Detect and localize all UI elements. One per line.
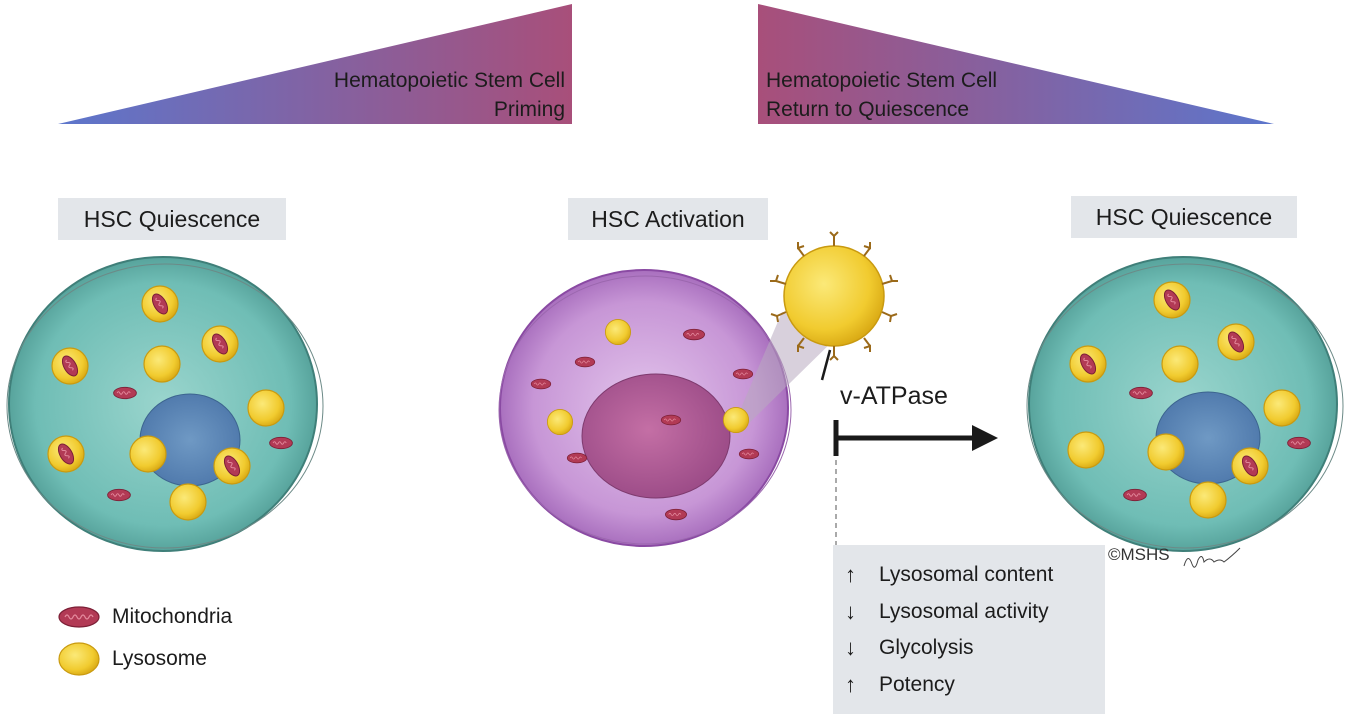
nucleus [581,373,731,499]
return-wedge [758,4,1274,124]
lysosome-with-mito [1217,323,1255,361]
mitochondrion [683,328,705,341]
mitochondrion [530,378,552,390]
mitochondrion [738,448,760,460]
lysosome-with-mito [47,435,85,473]
priming-label-line2: Priming [493,98,565,121]
return-label-line2: Return to Quiescence [766,98,970,121]
lysosome [604,318,632,346]
effect-text: Potency [879,672,955,696]
lysosome [1147,433,1185,471]
return-label: Hematopoietic Stem Cell Return to Quiesc… [766,66,1186,124]
quiescent-cell-left [6,256,324,552]
lysosome [1067,431,1105,469]
mitochondrion [574,356,596,368]
lysosome-with-mito [201,325,239,363]
vatpase-label: v-ATPase [840,382,948,410]
effect-text: Lysosomal activity [879,599,1049,623]
activated-cell [498,269,840,547]
lysosome [722,406,750,434]
lysosome-with-mito [213,447,251,485]
lysosome [1263,389,1301,427]
legend-lysosome: Lysosome [56,642,207,676]
vatpase-pointer [820,349,832,381]
lysosome [1161,345,1199,383]
lysosome [546,408,574,436]
down-arrow-icon: ↓ [845,635,856,661]
down-arrow-icon: ↓ [845,598,856,624]
lysosome [129,435,167,473]
mitochondrion [732,368,754,380]
effect-text: Glycolysis [879,636,974,660]
effect-text: Lysosomal content [879,563,1054,587]
mitochondria-icon [58,606,100,628]
legend-mitochondria-label: Mitochondria [112,605,233,628]
quiescence-left-label: HSC Quiescence [58,198,286,240]
lysosome-with-mito [51,347,89,385]
effect-row: ↓ Glycolysis [845,630,1105,667]
mitochondrion [660,414,682,426]
lysosome-with-mito [1069,345,1107,383]
transition-arrow-head [972,425,998,451]
quiescence-right-label: HSC Quiescence [1071,196,1297,238]
effect-row: ↓ Lysosomal activity [845,594,1105,631]
lysosome [1189,481,1227,519]
lysosome-with-mito [1153,281,1191,319]
mitochondrion [665,508,687,521]
priming-label-line1: Hematopoietic Stem Cell [333,69,565,92]
lysosome-enlarged [770,231,898,361]
up-arrow-icon: ↑ [845,562,856,588]
lysosome-with-mito [1231,447,1269,485]
lysosome-icon [58,642,100,676]
legend-lysosome-label: Lysosome [112,647,207,670]
legend-mitochondria: Mitochondria [56,600,232,634]
quiescent-cell-right [1026,256,1344,552]
copyright-notice: ©MSHS [1108,545,1170,564]
mitochondrion [1123,488,1147,502]
v-atpase-spikes [770,231,898,361]
mitochondrion [107,488,131,502]
mitochondrion [113,386,137,400]
activation-label: HSC Activation [568,198,768,240]
up-arrow-icon: ↑ [845,671,856,697]
effect-row: ↑ Potency [845,667,1105,704]
lysosome [247,389,285,427]
priming-label: Hematopoietic Stem Cell Priming [230,66,565,124]
mitochondrion [566,452,588,464]
lysosome [143,345,181,383]
mitochondrion [1287,436,1311,450]
priming-wedge [58,4,572,124]
effects-box: ↑ Lysosomal content ↓ Lysosomal activity… [833,545,1105,714]
mitochondrion [269,436,293,450]
artist-signature [1183,547,1241,568]
lysosome [169,483,207,521]
lysosome-with-mito [141,285,179,323]
mitochondrion [1129,386,1153,400]
effect-row: ↑ Lysosomal content [845,557,1105,594]
return-label-line1: Hematopoietic Stem Cell [766,69,998,92]
